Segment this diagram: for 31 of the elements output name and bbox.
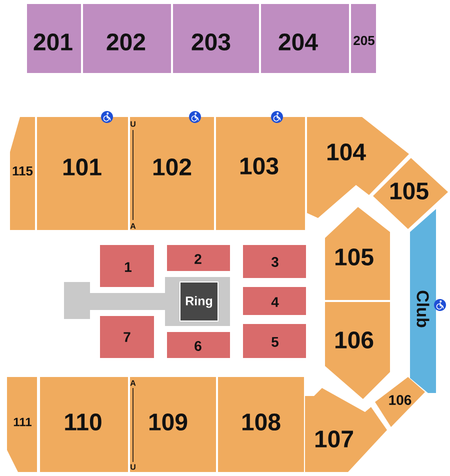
row-letter: U [130,121,136,127]
seating-section: 108 [218,377,304,472]
seating-section: 203 [173,4,259,73]
row-letter: U [130,464,136,470]
seating-section: 202 [83,4,171,73]
seating-section: 106 [325,302,390,399]
row-letter: A [130,380,136,386]
seating-section: 205 [351,4,376,73]
seating-section: 107 [305,388,387,472]
seating-section: 201 [27,4,81,73]
floor-seating-block: 3 [243,245,306,278]
seating-section: 101 [37,117,128,230]
seating-section: 110 [40,377,128,472]
node-label: 107 [315,430,353,448]
floor-seating-block: 7 [100,316,154,358]
node-label: 108 [242,414,280,430]
floor-seating-block: 2 [167,245,230,271]
boxing-ring: Ring [180,282,218,322]
seating-section: 106 [375,377,425,427]
floor-seating-block: 1 [100,245,154,287]
club-section: Club [410,209,436,393]
row-letter: A [130,223,136,229]
seating-section: 115 [10,117,35,230]
seating-section: 204 [261,4,349,73]
floor-seating-block: 6 [167,332,230,358]
node-label: 104 [327,144,366,160]
seating-section: 105 [325,207,390,300]
floor-seating-block: 4 [243,287,306,315]
floor-seating-block: 5 [243,324,306,358]
seating-section: 103 [216,117,305,230]
seating-section: 111 [7,377,37,472]
